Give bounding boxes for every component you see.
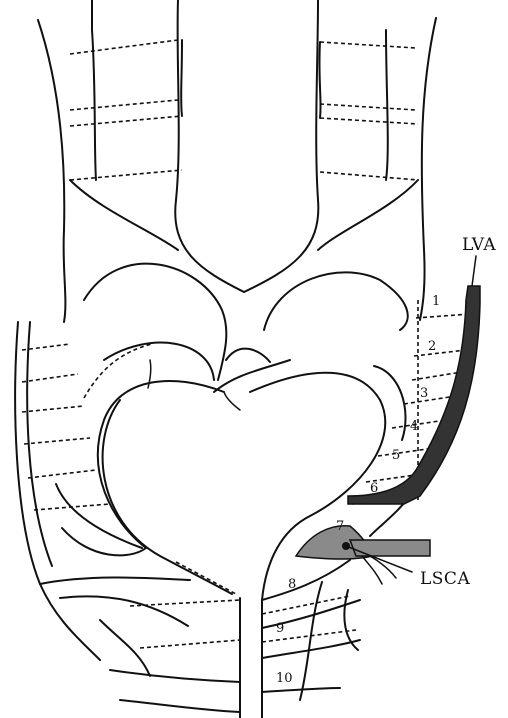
segment-label-5: 5: [392, 448, 400, 463]
left-carotid-trunk: [320, 18, 436, 320]
right-intersegmental-ladder: [15, 322, 146, 660]
segment-label-2: 2: [428, 339, 436, 354]
lsca-label: LSCA: [420, 569, 470, 589]
left-subclavian-artery: [350, 540, 430, 556]
segment-label-8: 8: [288, 577, 296, 592]
segment-label-7: 7: [336, 519, 344, 534]
segment-label-1: 1: [432, 294, 440, 309]
lva-pointer-line: [472, 256, 476, 286]
lva-label: LVA: [462, 235, 496, 255]
segment-label-9: 9: [276, 621, 284, 636]
lower-left-branches: [40, 578, 240, 713]
segment-label-10: 10: [276, 671, 293, 686]
central-vessels: [70, 0, 418, 292]
lva-vessel: [348, 286, 480, 504]
segment-label-4: 4: [410, 419, 418, 434]
segment-label-6: 6: [370, 481, 378, 496]
segment-label-3: 3: [420, 386, 428, 401]
